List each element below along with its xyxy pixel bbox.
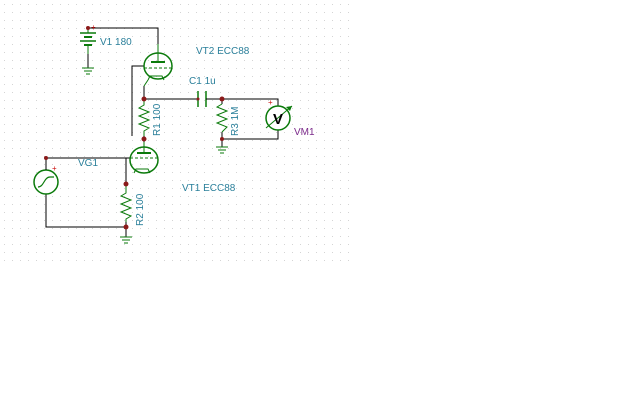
wires	[45, 27, 279, 237]
r3-label: R3 1M	[230, 107, 241, 136]
grid-dots	[4, 4, 349, 261]
junction-node	[141, 136, 147, 142]
r1-label: R1 100	[152, 103, 163, 136]
junction-node	[141, 96, 147, 102]
v1-label: V1 180	[100, 37, 132, 48]
r2-label: R2 100	[135, 193, 146, 226]
vt2-triode-symbol	[143, 44, 173, 87]
vm1-plus-sign: +	[268, 98, 273, 107]
ground-icon-r2	[120, 236, 132, 244]
wire-vg1-return	[45, 194, 126, 228]
junction-node	[123, 181, 129, 187]
junction-node	[220, 137, 224, 141]
wire-vt2-grid-loop	[131, 65, 144, 136]
vm1-v-symbol: V	[273, 111, 283, 128]
c1-label: C1 1u	[189, 76, 216, 87]
junction-node	[196, 97, 200, 101]
junction-node	[86, 26, 90, 30]
junction-node	[219, 96, 225, 102]
r1-resistor-symbol	[137, 99, 151, 136]
junction-node	[44, 156, 48, 160]
wire-meter-return	[222, 130, 279, 140]
ground-icon-r3	[216, 146, 228, 154]
ground-icon-v1	[82, 67, 94, 75]
vt1-label: VT1 ECC88	[182, 183, 236, 194]
vt2-label: VT2 ECC88	[196, 46, 250, 57]
vg1-generator-symbol	[33, 158, 59, 195]
wire-c1-to-meter	[216, 98, 279, 106]
r3-resistor-symbol	[215, 103, 229, 133]
junction-node	[123, 224, 129, 230]
wire-v1-to-vt2-plate	[88, 27, 159, 44]
vm1-voltmeter-symbol	[265, 105, 293, 131]
vm1-label: VM1	[294, 127, 315, 138]
vt1-triode-symbol	[129, 142, 159, 174]
vg1-plus-sign: +	[52, 164, 57, 173]
junction-nodes	[44, 26, 225, 230]
v1-battery-symbol	[80, 28, 96, 54]
vg1-label: VG1	[78, 158, 98, 169]
r2-resistor-symbol	[119, 184, 133, 222]
v1-plus-sign: +	[91, 23, 96, 32]
